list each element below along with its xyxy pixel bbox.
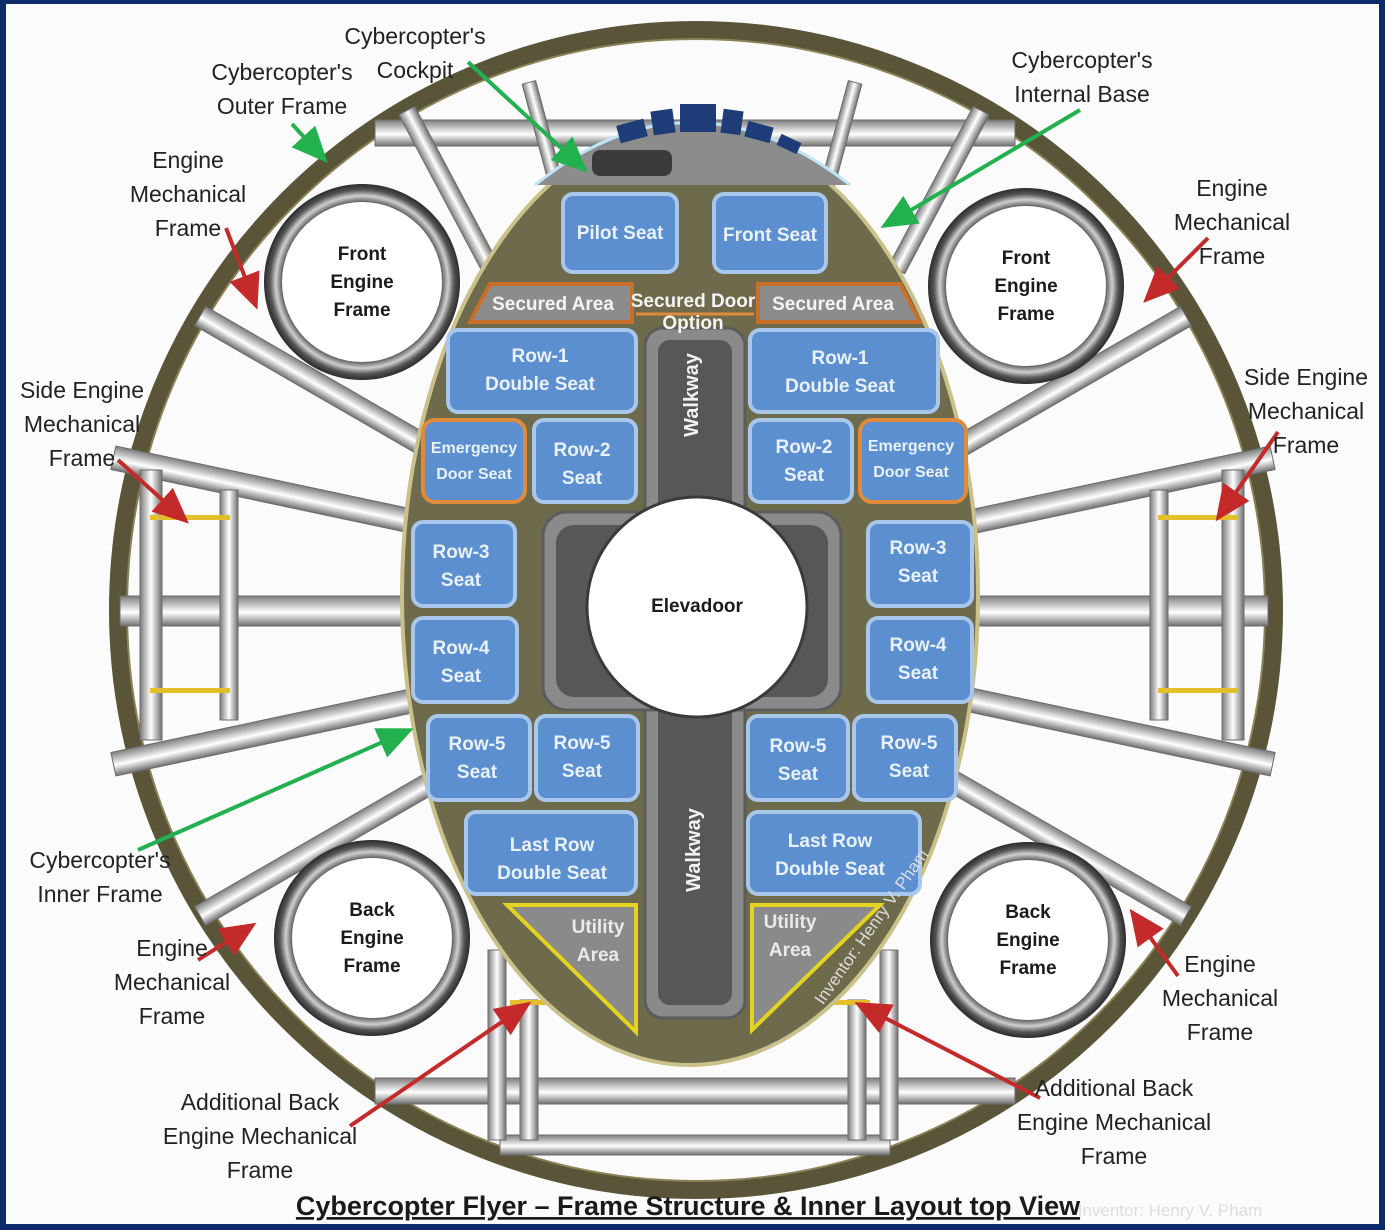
engine-back-left <box>274 840 470 1036</box>
emergency-right-seat[interactable] <box>858 418 968 504</box>
elevadoor-label: Elevadoor <box>651 596 743 617</box>
row1-right-seat[interactable] <box>748 328 940 414</box>
frame-bar <box>879 949 899 1141</box>
frame-accent <box>1158 688 1238 693</box>
last-row-left-seat[interactable] <box>464 810 638 896</box>
annotation-arrows <box>116 60 1280 1128</box>
frame-bar <box>219 489 239 721</box>
frame-bar <box>139 469 163 741</box>
walkway <box>541 326 843 1020</box>
emergency-left-seat[interactable] <box>421 418 527 504</box>
secured-area-left-label: Secured Area <box>492 294 614 315</box>
row5-left2-seat[interactable] <box>534 714 640 802</box>
frame-accent <box>1158 515 1238 520</box>
cockpit <box>534 104 851 187</box>
engine-back-right <box>930 842 1126 1038</box>
engine-front-left <box>264 184 460 380</box>
frame-bar <box>519 999 539 1141</box>
row5-left1-seat[interactable] <box>426 714 532 802</box>
frame-accent <box>150 515 230 520</box>
frame-bar <box>847 999 867 1141</box>
frame-bar <box>499 1134 891 1156</box>
last-row-right-seat[interactable] <box>746 810 922 896</box>
frame-bar <box>119 595 421 627</box>
row4-right-seat[interactable] <box>866 616 974 704</box>
seats <box>411 192 974 896</box>
frame-bar <box>374 1077 1016 1105</box>
secured-area-right-label: Secured Area <box>772 294 894 315</box>
front-seat[interactable] <box>712 192 828 274</box>
row2-left-seat[interactable] <box>532 418 638 504</box>
row5-right2-seat[interactable] <box>852 714 958 802</box>
utility-areas <box>502 903 885 1037</box>
frame-bar <box>1221 469 1245 741</box>
row1-left-seat[interactable] <box>446 328 638 414</box>
row3-right-seat[interactable] <box>866 520 974 608</box>
watermark-label: Inventor: Henry V. Pham <box>1078 1201 1263 1220</box>
front-seat-label: Front Seat <box>723 225 818 246</box>
pilot-seat-label: Pilot Seat <box>577 223 664 244</box>
row4-left-seat[interactable] <box>411 616 519 704</box>
row2-right-seat[interactable] <box>748 418 854 504</box>
pilot-seat[interactable] <box>561 192 679 274</box>
diagram-title: Cybercopter Flyer – Frame Structure & In… <box>296 1191 1081 1221</box>
frame-accent <box>150 688 230 693</box>
walkway-bottom-label: Walkway <box>683 807 705 892</box>
row3-left-seat[interactable] <box>411 520 517 608</box>
secured-areas <box>466 282 924 324</box>
row5-right1-seat[interactable] <box>746 714 850 802</box>
walkway-top-label: Walkway <box>681 352 703 437</box>
frame-bar <box>1149 489 1169 721</box>
engine-front-right <box>928 188 1124 384</box>
frame-bar <box>487 949 507 1141</box>
frame-bars <box>110 79 1276 1156</box>
